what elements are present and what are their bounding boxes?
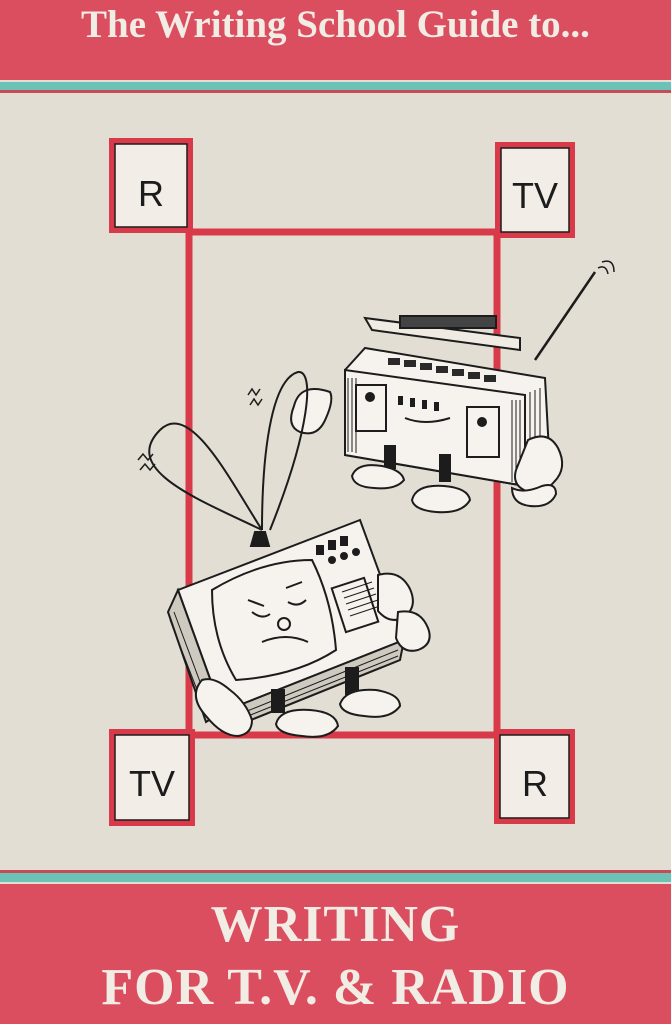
corner-label-top-right: TV bbox=[512, 175, 558, 216]
bottom-red-stripe bbox=[0, 870, 671, 873]
corner-box-bottom-right: R bbox=[494, 729, 575, 824]
corner-label-top-left: R bbox=[138, 173, 164, 214]
bottom-teal-stripe bbox=[0, 873, 671, 882]
cartoon-radio-icon bbox=[247, 260, 615, 514]
corner-label-bottom-left: TV bbox=[129, 763, 175, 804]
top-teal-stripe bbox=[0, 82, 671, 90]
corner-box-top-right: TV bbox=[495, 142, 575, 238]
book-title-line-2: FOR T.V. & RADIO bbox=[101, 959, 570, 1016]
corner-box-top-left: R bbox=[109, 138, 193, 233]
top-title-band bbox=[0, 0, 671, 80]
book-title-line-1: WRITING bbox=[210, 896, 461, 953]
bottom-title-band bbox=[0, 884, 671, 1024]
corner-box-bottom-left: TV bbox=[109, 729, 195, 826]
top-red-stripe bbox=[0, 90, 671, 93]
cartoon-television-icon bbox=[137, 371, 431, 738]
corner-label-bottom-right: R bbox=[522, 763, 548, 804]
series-title: The Writing School Guide to... bbox=[81, 3, 590, 46]
